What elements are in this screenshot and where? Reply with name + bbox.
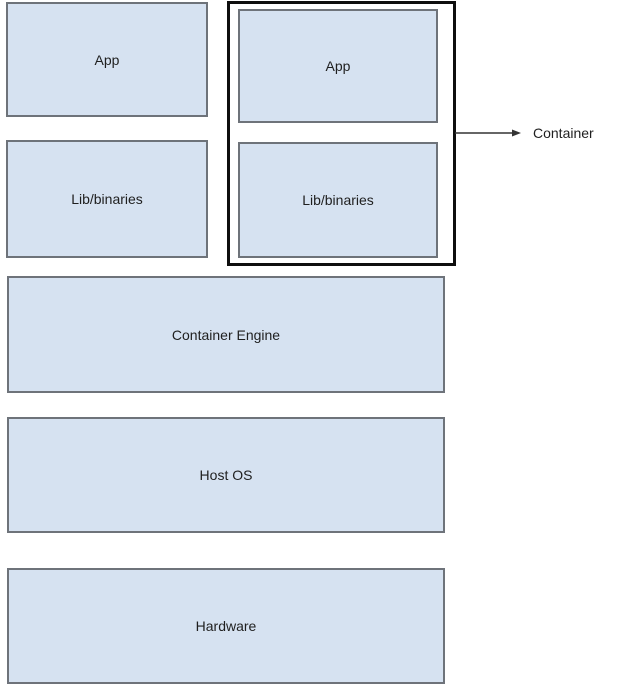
lib-binaries-box-host-label: Lib/binaries [71,191,143,207]
host-os-box: Host OS [7,417,445,533]
host-os-label: Host OS [199,467,253,483]
lib-binaries-box-container: Lib/binaries [238,142,438,258]
app-box-container-label: App [325,58,351,74]
container-engine-label: Container Engine [171,326,281,343]
container-annotation-label: Container [533,125,594,141]
app-box-host-label: App [94,51,120,68]
container-arrow [455,129,521,137]
hardware-box: Hardware [7,568,445,684]
app-box-container: App [238,9,438,123]
app-box-host: App [6,2,208,117]
container-boundary [227,1,456,266]
lib-binaries-box-container-label: Lib/binaries [302,192,374,208]
hardware-label: Hardware [195,618,257,634]
container-arrowhead-icon [512,129,521,137]
container-engine-box: Container Engine [7,276,445,393]
lib-binaries-box-host: Lib/binaries [6,140,208,258]
